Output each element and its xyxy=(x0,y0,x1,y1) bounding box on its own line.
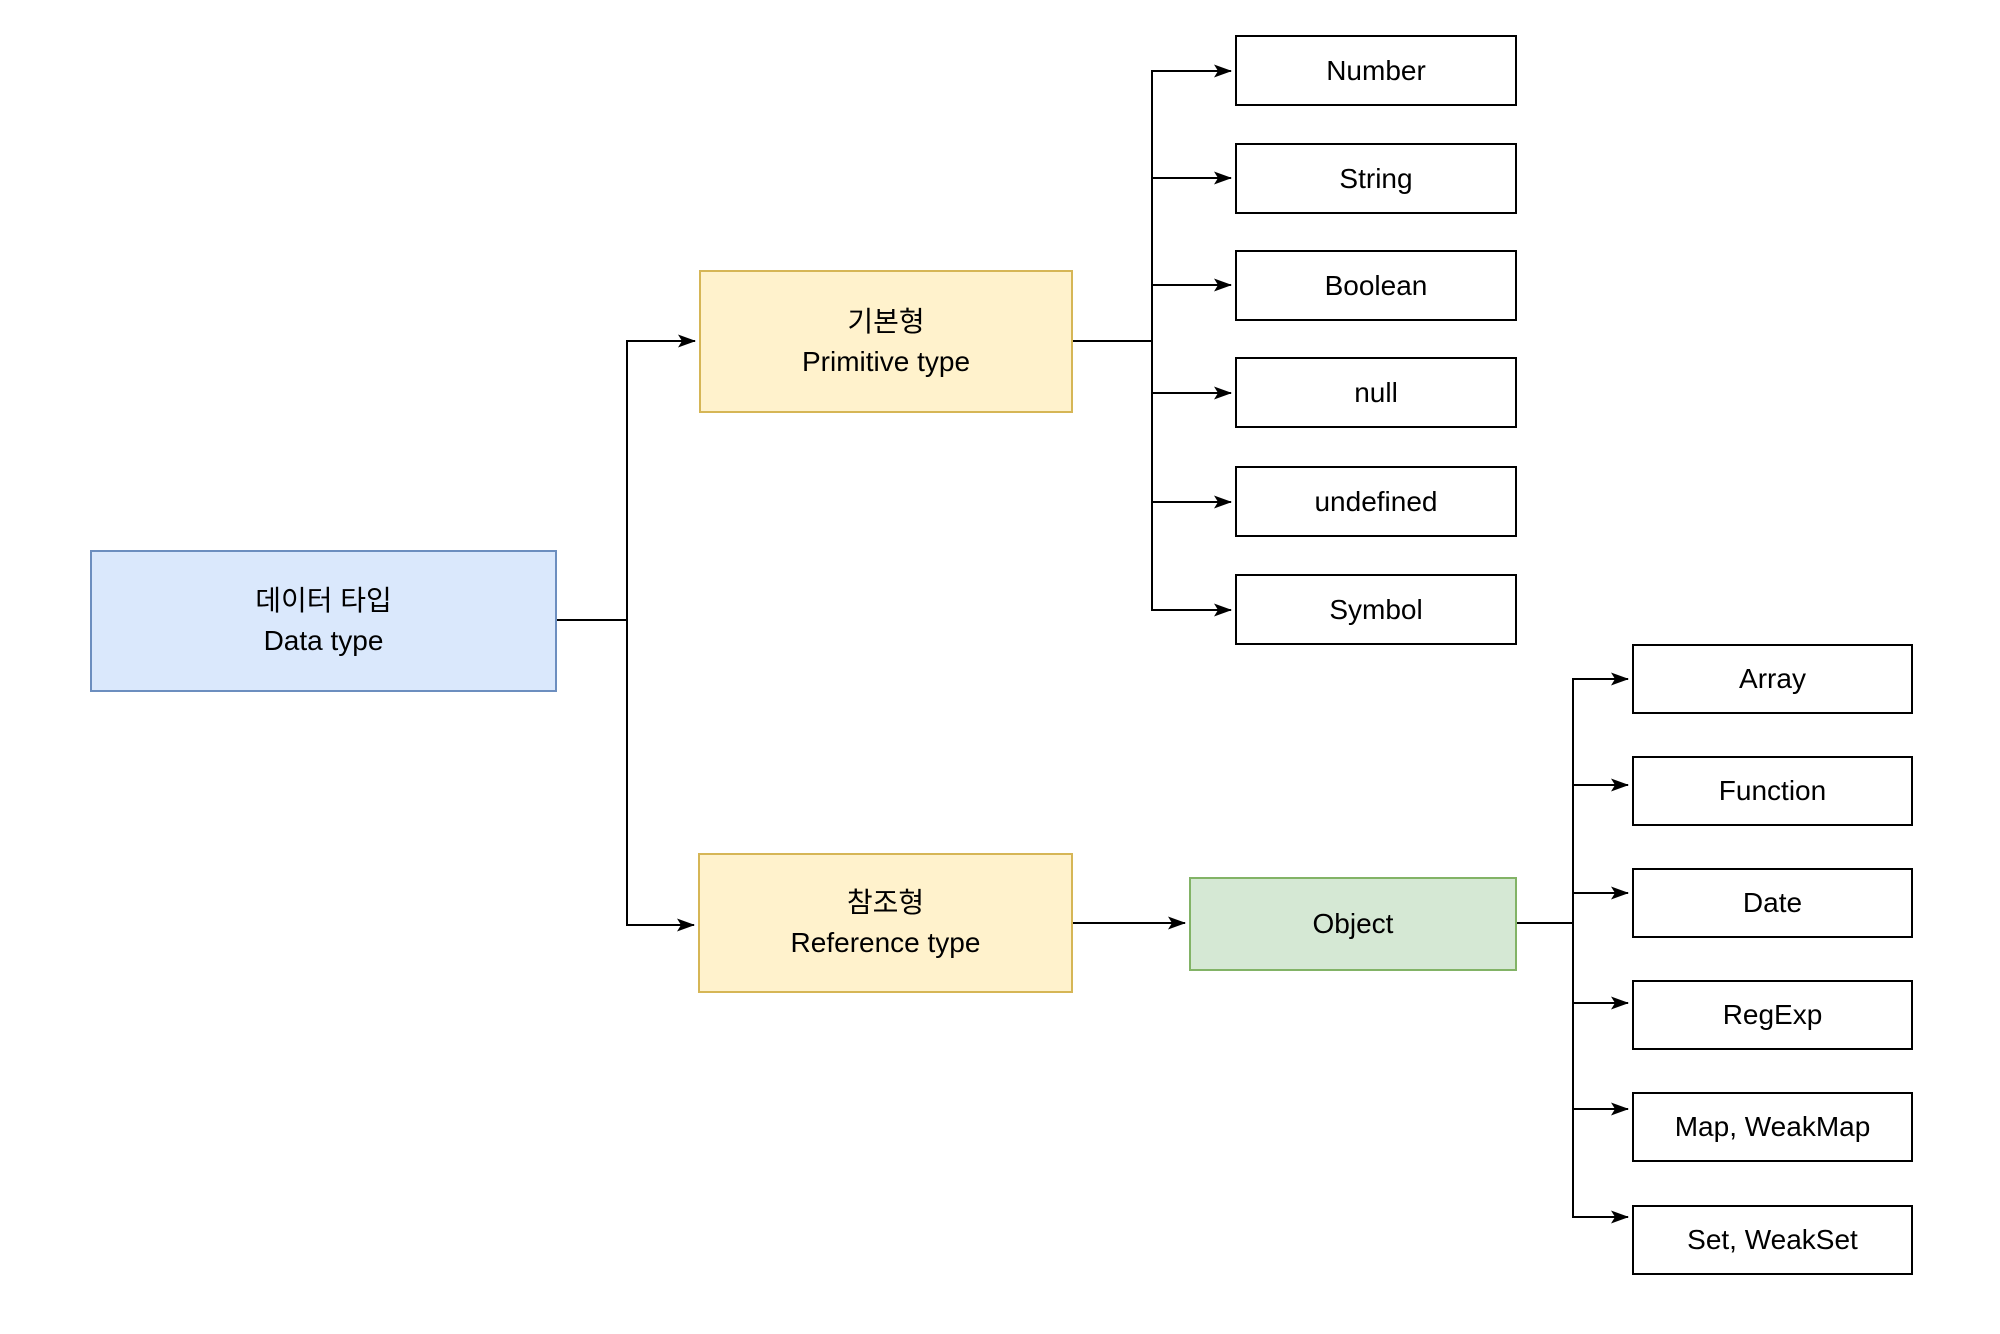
edge-primitive-symbol xyxy=(1151,341,1232,617)
node-array: Array xyxy=(1632,644,1913,714)
node-data-type-label-en: Data type xyxy=(263,625,384,656)
node-symbol: Symbol xyxy=(1235,574,1517,645)
node-map-weakmap: Map, WeakMap xyxy=(1632,1092,1913,1162)
edge-object-array xyxy=(1572,672,1629,923)
node-null: null xyxy=(1235,357,1517,428)
node-primitive-type-label-en: Primitive type xyxy=(801,345,971,377)
node-primitive-type: 기본형 Primitive type xyxy=(699,270,1073,413)
edge-primitive-number xyxy=(1151,64,1232,341)
node-regexp: RegExp xyxy=(1632,980,1913,1050)
node-data-type: 데이터 타입 Data type xyxy=(90,550,557,692)
node-function: Function xyxy=(1632,756,1913,826)
node-reference-type-label-en: Reference type xyxy=(790,927,981,958)
edge-root-reference xyxy=(626,620,695,932)
node-reference-type: 참조형 Reference type xyxy=(698,853,1073,993)
node-reference-type-label-ko: 참조형 xyxy=(846,887,925,919)
node-undefined: undefined xyxy=(1235,466,1517,537)
node-object: Object xyxy=(1189,877,1517,971)
node-string: String xyxy=(1235,143,1517,214)
node-set-weakset: Set, WeakSet xyxy=(1632,1205,1913,1275)
node-primitive-type-label-ko: 기본형 xyxy=(847,305,925,337)
node-boolean: Boolean xyxy=(1235,250,1517,321)
edge-root-primitive xyxy=(626,334,696,620)
node-data-type-label-ko: 데이터 타입 xyxy=(255,585,392,617)
node-date: Date xyxy=(1632,868,1913,938)
edge-object-set xyxy=(1572,923,1629,1224)
node-number: Number xyxy=(1235,35,1517,106)
